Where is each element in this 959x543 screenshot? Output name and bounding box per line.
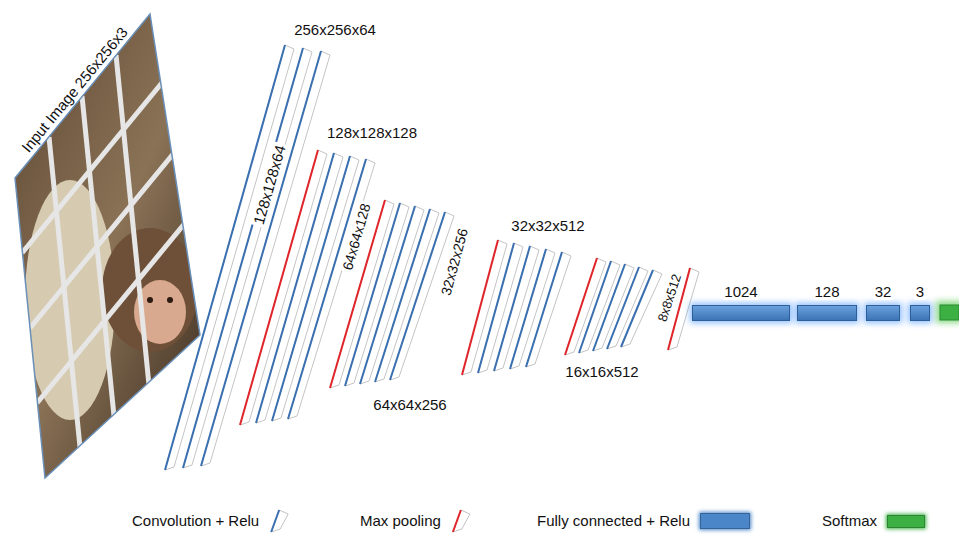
legend-text: Fully connected + Relu [535, 513, 692, 530]
cage-bar [30, 131, 192, 328]
conv-layer [375, 209, 439, 382]
fc-size-label: 3 [915, 284, 925, 301]
layer-edge [271, 510, 279, 532]
layer-face [165, 45, 294, 470]
fc-layer-box: 32 [866, 305, 900, 321]
legend-text: Softmax [820, 513, 879, 530]
conv-layer [526, 252, 571, 367]
layer-edge [579, 261, 611, 353]
cage-bar [37, 206, 199, 403]
fc-size-label: 128 [813, 284, 840, 301]
layer-face [375, 209, 439, 382]
softmax-glow [936, 301, 959, 323]
layer-size-label: 256x256x64 [292, 22, 378, 39]
layer-size-label: 32x32x512 [509, 218, 586, 235]
legend-text: Convolution + Relu [130, 513, 261, 530]
conv-layer [621, 270, 662, 347]
layer-face [453, 510, 470, 532]
image-border [15, 14, 200, 478]
layer-edge [607, 267, 639, 349]
layer-edge [462, 240, 498, 375]
layer-edge [565, 258, 597, 355]
layer-size-label: 128x128x128 [325, 125, 419, 142]
layer-edge [478, 243, 514, 373]
fc-size-label: 32 [874, 284, 893, 301]
layer-face [360, 206, 424, 384]
fc-size-label: 1024 [723, 284, 758, 301]
fc-layer-box: 128 [797, 305, 857, 321]
layer-size-label: 64x64x256 [371, 397, 448, 414]
legend-maxpool-sample [453, 510, 470, 532]
layer-edge [390, 212, 445, 380]
legend-conv-sample [271, 510, 288, 532]
layer-edge [526, 252, 562, 367]
layer-edge [494, 246, 530, 371]
layer-edge [621, 270, 653, 347]
conv-layer [165, 45, 294, 470]
layer-size-label: 16x16x512 [563, 364, 640, 381]
layer-edge [593, 264, 625, 351]
fc-layer-box: 1024 [692, 305, 790, 321]
legend-swatch [700, 513, 750, 529]
conv-layer [360, 206, 424, 384]
legend-swatch [887, 515, 925, 528]
cage-bar [22, 56, 184, 253]
layer-edge [453, 510, 461, 532]
monkey-head [102, 228, 198, 352]
layer-face [526, 252, 571, 367]
monkey-eye [167, 297, 173, 303]
legend-text: Max pooling [358, 513, 443, 530]
layer-face [621, 270, 662, 347]
monkey-eye [147, 297, 153, 303]
layer-face [271, 510, 288, 532]
softmax-box [940, 305, 959, 320]
fc-layer-box: 3 [910, 305, 930, 321]
layer-edge [510, 249, 546, 369]
